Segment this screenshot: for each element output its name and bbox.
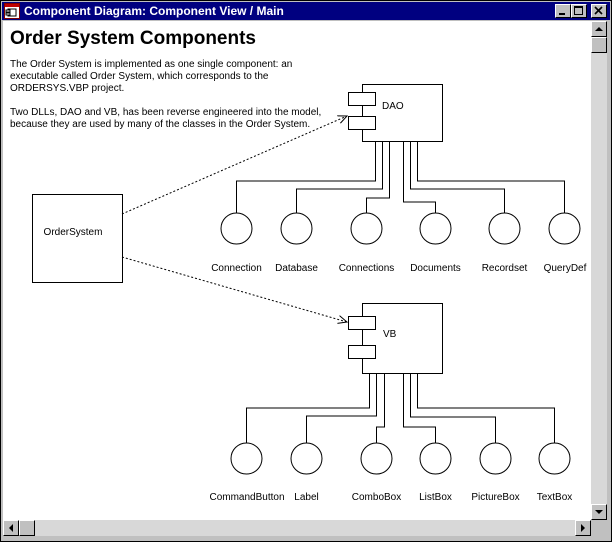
scroll-left-button[interactable] [3,520,19,536]
interface-label: Connection [211,263,262,274]
scroll-up-button[interactable] [591,21,607,37]
note-paragraph-1: The Order System is implemented as one s… [10,59,293,94]
title-bar[interactable]: Component Diagram: Component View / Main [2,2,610,20]
maximize-icon [574,6,583,15]
horizontal-scrollbar[interactable] [3,520,591,536]
close-icon [594,6,603,15]
minimize-icon [559,13,565,15]
component-diagram: OrderSystem DAO Connection Databa [32,84,587,503]
scroll-down-button[interactable] [591,504,607,520]
interface-label: ComboBox [352,492,401,503]
ordersystem-component[interactable]: OrderSystem [32,194,123,283]
dependency-arrow-vb[interactable] [121,256,347,322]
arrow-up-icon [595,27,603,31]
dao-label: DAO [382,101,404,112]
interface-label: ListBox [419,492,452,503]
interface-textbox[interactable]: TextBox [417,374,573,503]
diagram-canvas[interactable]: Order System Components The Order System… [3,21,591,520]
interface-combobox[interactable]: ComboBox [352,374,401,503]
vertical-scroll-thumb[interactable] [591,37,607,53]
interface-listbox[interactable]: ListBox [403,374,452,503]
interface-label: PictureBox [471,492,519,503]
arrow-down-icon [595,510,603,514]
interface-label: Documents [410,263,461,274]
interface-commandbutton[interactable]: CommandButton [209,374,370,503]
interface-label: Database [275,263,318,274]
vb-label: VB [383,329,397,340]
interface-connections[interactable]: Connections [339,142,395,274]
interface-database[interactable]: Database [275,142,383,274]
note-heading: Order System Components [10,28,256,49]
vb-component[interactable]: VB [348,303,443,374]
interface-querydef[interactable]: QueryDef [417,142,587,274]
interface-documents[interactable]: Documents [403,142,461,274]
vertical-scrollbar[interactable] [591,21,607,520]
arrow-left-icon [9,524,13,532]
interface-label: Label [294,492,318,503]
component-port [348,92,376,106]
interface-picturebox[interactable]: PictureBox [410,374,520,503]
interface-label: TextBox [537,492,573,503]
horizontal-scroll-thumb[interactable] [19,520,35,536]
arrow-right-icon [581,524,585,532]
component-diagram-icon[interactable] [4,3,20,19]
interface-recordset[interactable]: Recordset [410,142,528,274]
interface-label: Connections [339,263,395,274]
maximize-button[interactable] [571,4,587,18]
interface-label: CommandButton [209,492,284,503]
component-port [348,116,376,130]
close-button[interactable] [591,4,607,18]
scrollbar-corner [591,520,607,536]
interface-connection[interactable]: Connection [211,142,376,274]
interface-label: QueryDef [544,263,587,274]
interface-label: Recordset [482,263,528,274]
dependency-arrow-dao[interactable] [121,116,347,215]
component-port [348,345,376,359]
ordersystem-label: OrderSystem [44,227,103,238]
minimize-button[interactable] [555,4,571,18]
dao-component[interactable]: DAO [348,84,443,142]
interface-label-control[interactable]: Label [290,374,377,503]
note-paragraph-2: Two DLLs, DAO and VB, has been reverse e… [10,107,322,130]
scroll-right-button[interactable] [575,520,591,536]
component-port [348,316,376,330]
window-title: Component Diagram: Component View / Main [24,4,284,18]
